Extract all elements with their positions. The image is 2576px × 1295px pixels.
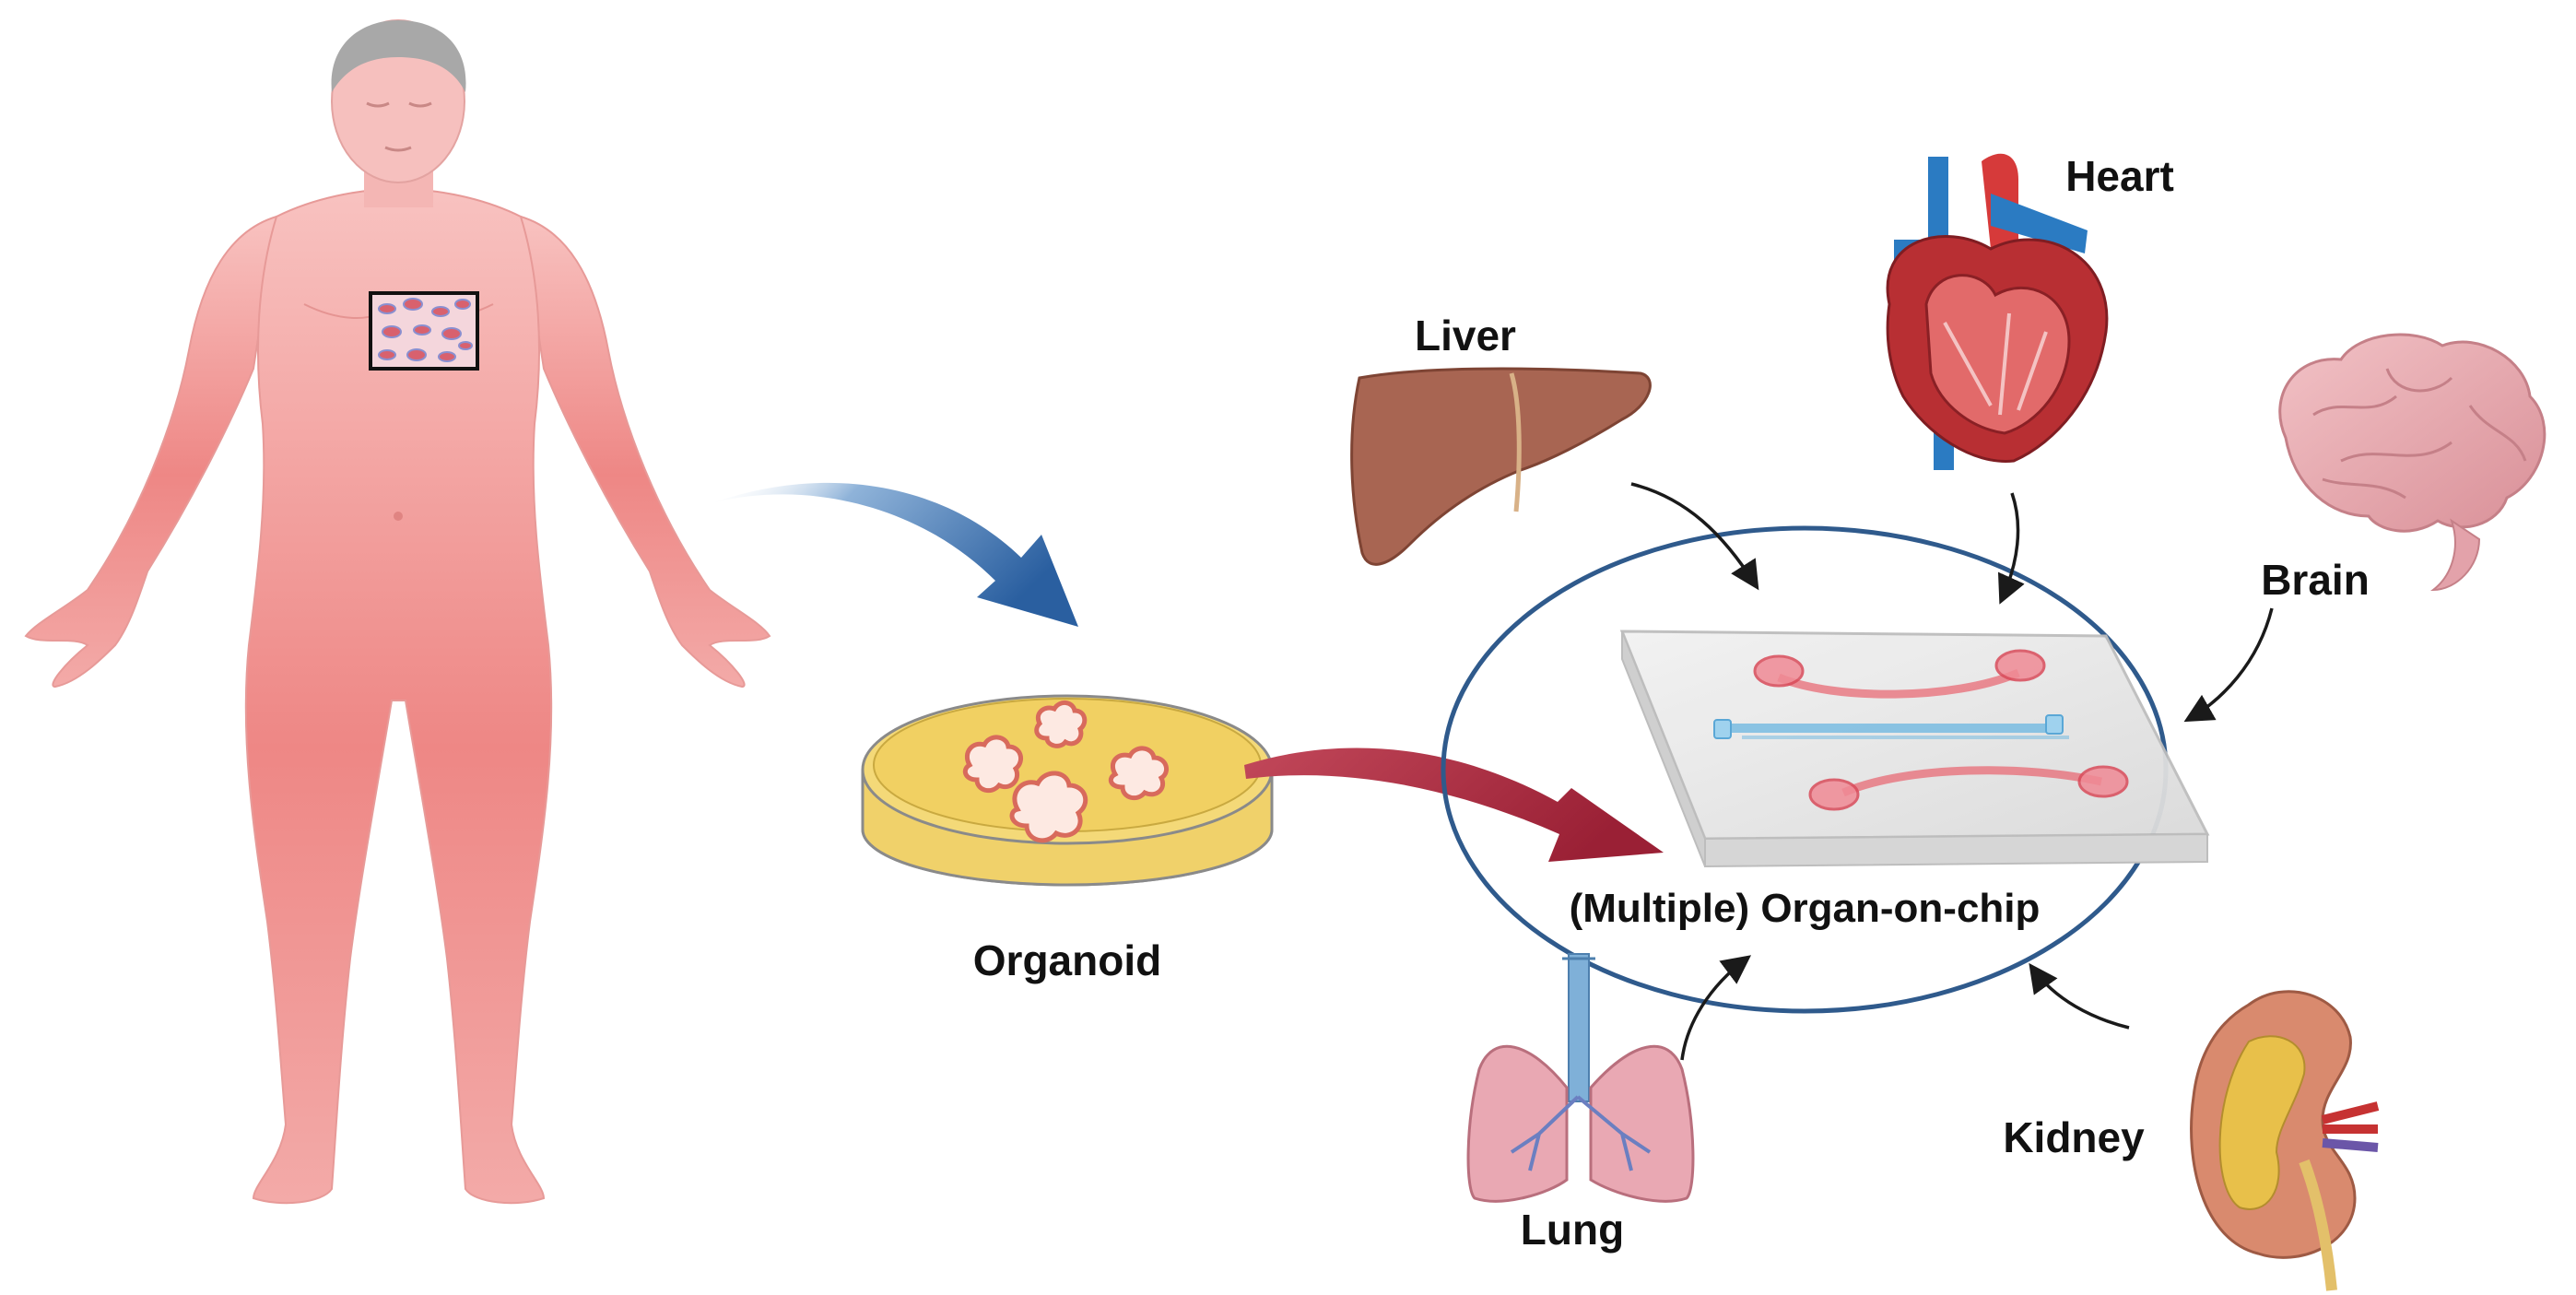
brain-icon: Brain	[2261, 333, 2547, 604]
blue-transfer-arrow	[714, 482, 1078, 627]
chip-icon	[1619, 630, 2210, 868]
petri-dish-icon: Organoid	[861, 694, 1274, 984]
lung-icon: Lung	[1466, 953, 1695, 1254]
heart-icon: Heart	[1886, 152, 2174, 470]
liver-arrow	[1630, 482, 1759, 591]
organoid-label: Organoid	[973, 936, 1161, 984]
lung-label: Lung	[1521, 1206, 1624, 1254]
kidney-arrow	[2029, 962, 2130, 1030]
lung-arrow	[1680, 955, 1752, 1061]
tissue-sample-icon	[369, 291, 479, 371]
kidney-icon: Kidney	[2003, 990, 2380, 1291]
organ-arrows	[1630, 482, 2274, 1061]
red-transfer-arrow	[1244, 748, 1664, 862]
liver-icon: Liver	[1350, 312, 1652, 566]
human-body-icon	[24, 19, 771, 1205]
heart-label: Heart	[2065, 152, 2174, 200]
heart-arrow	[1997, 492, 2025, 605]
kidney-label: Kidney	[2003, 1113, 2145, 1161]
brain-label: Brain	[2261, 556, 2370, 604]
chip-label: (Multiple) Organ-on-chip	[1570, 886, 2041, 931]
liver-label: Liver	[1415, 312, 1516, 359]
brain-arrow	[2183, 607, 2274, 723]
